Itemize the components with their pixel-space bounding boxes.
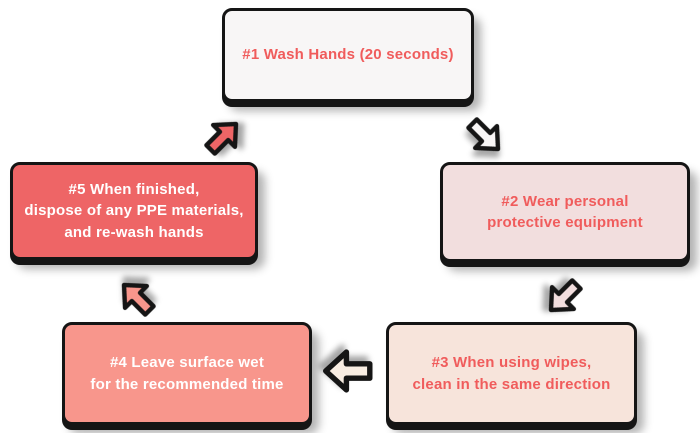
- step-box-5: #5 When finished, dispose of any PPE mat…: [10, 162, 258, 260]
- step-box-1: #1 Wash Hands (20 seconds): [222, 8, 474, 102]
- step-5-text: dispose of any PPE materials,: [24, 202, 244, 220]
- arrow-left-icon: [323, 344, 377, 398]
- step-5-text: and re-wash hands: [64, 223, 204, 241]
- step-4-text: for the recommended time: [90, 375, 284, 393]
- arrow-up-left-icon: [107, 268, 169, 330]
- arrow-up-right-icon: [191, 107, 253, 169]
- step-box-2: #2 Wear personal protective equipment: [440, 162, 690, 262]
- step-2-text: #2 Wear personal: [501, 192, 629, 210]
- step-4-text: #4 Leave surface wet: [109, 354, 265, 372]
- step-3-text: #3 When using wipes,: [431, 354, 592, 372]
- step-1-text: #1 Wash Hands (20 seconds): [242, 46, 454, 64]
- step-3-text: clean in the same direction: [412, 375, 611, 393]
- arrow-down-left-icon: [534, 265, 596, 327]
- step-box-3: #3 When using wipes, clean in the same d…: [386, 322, 637, 425]
- step-2-text: protective equipment: [487, 214, 643, 231]
- step-box-4: #4 Leave surface wet for the recommended…: [62, 322, 312, 425]
- arrow-down-right-icon: [453, 104, 515, 166]
- step-5-text: #5 When finished,: [68, 181, 200, 199]
